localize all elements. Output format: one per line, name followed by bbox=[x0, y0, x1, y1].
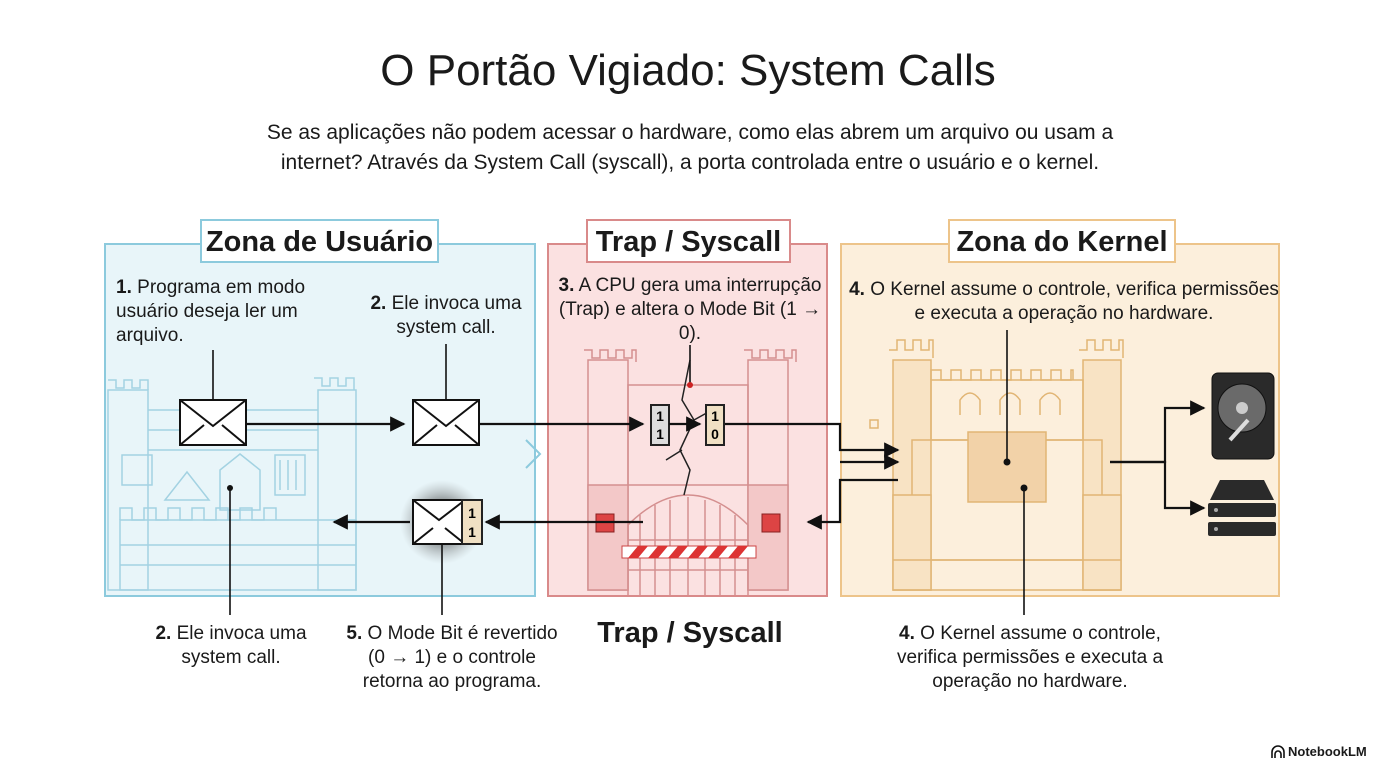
page-title: O Portão Vigiado: System Calls bbox=[380, 46, 996, 95]
step-5-note: 5. O Mode Bit é revertido (0 → 1) e o co… bbox=[340, 622, 564, 694]
step-2-bottom-note: 2. Ele invoca uma system call. bbox=[150, 622, 312, 670]
hard-drive-icon bbox=[1211, 372, 1275, 460]
envelope-icon-2 bbox=[412, 399, 480, 446]
mode-bit-before-top: 1 bbox=[656, 408, 664, 424]
mode-bit-return-top: 1 bbox=[468, 505, 476, 521]
step-4-top-number: 4. bbox=[849, 279, 865, 300]
step-4-bottom-text: O Kernel assume o controle, verifica per… bbox=[896, 623, 1164, 692]
kernel-castle-illustration bbox=[869, 339, 1124, 591]
pointer-dots bbox=[227, 382, 1028, 492]
server-icon bbox=[1208, 480, 1276, 536]
step-4-bottom-number: 4. bbox=[899, 623, 915, 644]
step-3-text: A CPU gera uma interrupção (Trap) e alte… bbox=[558, 275, 822, 344]
mode-bit-return-icon bbox=[461, 499, 483, 545]
warning-sign-right bbox=[761, 513, 781, 533]
notebooklm-logo-icon bbox=[1271, 745, 1285, 758]
user-zone-title: Zona de Usuário bbox=[200, 219, 439, 263]
pointer-lines bbox=[212, 330, 1025, 615]
kernel-zone-title: Zona do Kernel bbox=[948, 219, 1176, 263]
step-4-top-note: 4. O Kernel assume o controle, verifica … bbox=[848, 278, 1280, 326]
mode-bit-before-bottom: 1 bbox=[656, 426, 664, 442]
step-1-number: 1. bbox=[116, 277, 132, 298]
step-3-note: 3. A CPU gera uma interrupção (Trap) e a… bbox=[556, 274, 824, 346]
trap-zone-title: Trap / Syscall bbox=[586, 219, 791, 263]
step-2-top-text: Ele invoca uma system call. bbox=[391, 293, 522, 338]
step-2-top-number: 2. bbox=[370, 293, 387, 314]
brand-logo: NotebookLM bbox=[1270, 744, 1367, 759]
step-2-top-note: 2. Ele invoca uma system call. bbox=[366, 292, 526, 340]
mode-bit-return-bottom: 1 bbox=[468, 524, 476, 540]
step-3-number: 3. bbox=[558, 275, 575, 296]
barrier-stripe bbox=[621, 545, 757, 559]
step-1-note: 1. Programa em modo usuário deseja ler u… bbox=[116, 276, 326, 348]
step-5-number: 5. bbox=[346, 623, 363, 644]
page-subtitle: Se as aplicações não podem acessar o har… bbox=[266, 121, 1114, 174]
step-1-text: Programa em modo usuário deseja ler um a… bbox=[116, 277, 306, 346]
step-4-top-text: O Kernel assume o controle, verifica per… bbox=[870, 279, 1279, 324]
mode-bit-after-bottom: 0 bbox=[711, 426, 719, 442]
flow-arrows bbox=[246, 400, 1206, 530]
step-2-bottom-text: Ele invoca uma system call. bbox=[176, 623, 307, 668]
zone-chevron-icon bbox=[525, 439, 542, 469]
envelope-icon-1 bbox=[179, 399, 247, 446]
trap-syscall-bottom-label: Trap / Syscall bbox=[597, 617, 783, 649]
step-5-text: O Mode Bit é revertido (0 → 1) e o contr… bbox=[362, 623, 558, 692]
brand-name: NotebookLM bbox=[1288, 744, 1367, 759]
trap-gate-illustration bbox=[584, 349, 797, 595]
step-2-bottom-number: 2. bbox=[155, 623, 172, 644]
mode-bit-after-icon bbox=[705, 404, 725, 446]
step-4-bottom-note: 4. O Kernel assume o controle, verifica … bbox=[890, 622, 1170, 694]
mode-bit-after-top: 1 bbox=[711, 408, 719, 424]
